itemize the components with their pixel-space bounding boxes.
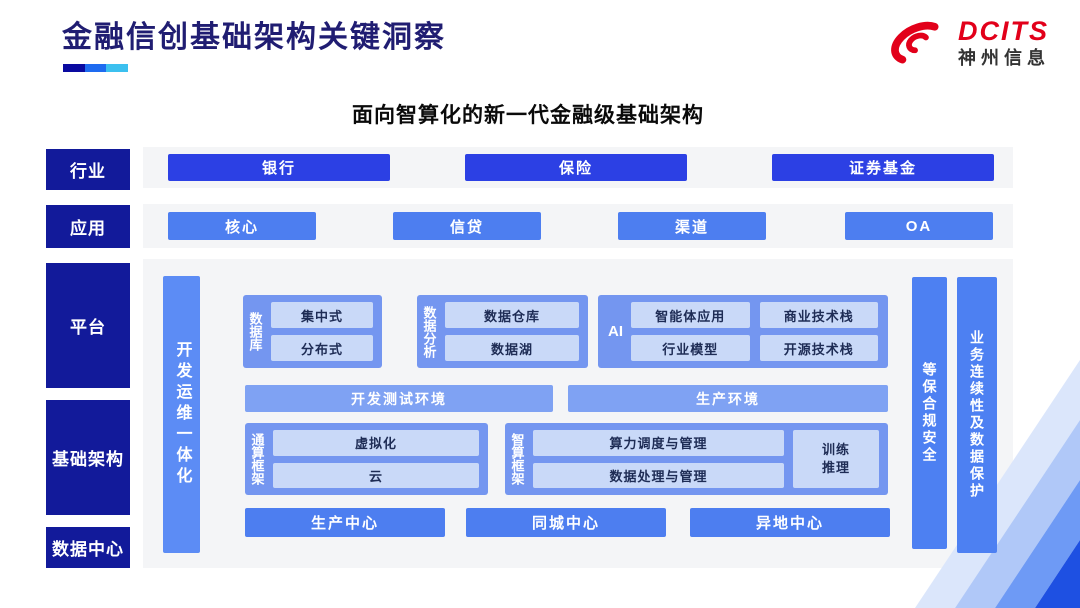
training-line: 训练 bbox=[821, 442, 850, 458]
rail-label-application: 应用 bbox=[46, 205, 130, 248]
datacenter-item-samecity: 同城中心 bbox=[466, 508, 666, 537]
rail-label-industry: 行业 bbox=[46, 149, 130, 190]
database-item-distributed: 分布式 bbox=[271, 335, 373, 361]
rail-label-datacenter: 数据中心 bbox=[46, 527, 130, 568]
database-group: 数据库 集中式 分布式 bbox=[243, 295, 382, 368]
analytics-item-lake: 数据湖 bbox=[445, 335, 579, 361]
industry-item-securities: 证券基金 bbox=[772, 154, 994, 181]
industry-item-insurance: 保险 bbox=[465, 154, 687, 181]
general-compute-item-virtualization: 虚拟化 bbox=[273, 430, 479, 456]
database-item-centralized: 集中式 bbox=[271, 302, 373, 328]
analytics-item-warehouse: 数据仓库 bbox=[445, 302, 579, 328]
intelligent-compute-label: 智算框架 bbox=[509, 433, 525, 485]
datacenter-item-production: 生产中心 bbox=[245, 508, 445, 537]
slide-subtitle: 面向智算化的新一代金融级基础架构 bbox=[352, 104, 704, 127]
application-item-channel: 渠道 bbox=[618, 212, 766, 240]
intelligent-compute-item-dataproc: 数据处理与管理 bbox=[533, 462, 784, 488]
industry-item-bank: 银行 bbox=[168, 154, 390, 181]
page-title: 金融信创基础架构关键洞察 bbox=[62, 21, 446, 54]
analytics-group-label: 数据分析 bbox=[421, 305, 437, 358]
general-compute-group: 通算框架 虚拟化 云 bbox=[245, 423, 488, 495]
analytics-group: 数据分析 数据仓库 数据湖 bbox=[417, 295, 588, 368]
ai-item-opensource-stack: 开源技术栈 bbox=[759, 335, 878, 361]
security-pillar: 等保合规安全 bbox=[912, 277, 947, 549]
ai-item-commercial-stack: 商业技术栈 bbox=[759, 302, 878, 328]
logo-swirl-icon bbox=[891, 21, 939, 64]
ai-group: AI 智能体应用 商业技术栈 行业模型 开源技术栈 bbox=[598, 295, 888, 368]
ai-item-agent-apps: 智能体应用 bbox=[631, 302, 750, 328]
dcits-logo: DCITS 神州信息 bbox=[890, 16, 1050, 70]
rail-label-infrastructure: 基础架构 bbox=[46, 400, 130, 515]
underline-segment-dark bbox=[63, 64, 85, 72]
intelligent-compute-group: 智算框架 算力调度与管理 数据处理与管理 训练 推理 bbox=[505, 423, 888, 495]
ai-group-label: AI bbox=[608, 323, 623, 340]
continuity-pillar: 业务连续性及数据保护 bbox=[957, 277, 997, 553]
general-compute-label: 通算框架 bbox=[249, 433, 265, 485]
datacenter-item-remote: 异地中心 bbox=[690, 508, 890, 537]
env-bar-production: 生产环境 bbox=[568, 385, 888, 412]
env-bar-devtest: 开发测试环境 bbox=[245, 385, 553, 412]
application-item-credit: 信贷 bbox=[393, 212, 541, 240]
application-item-oa: OA bbox=[845, 212, 993, 240]
intelligent-compute-item-scheduling: 算力调度与管理 bbox=[533, 430, 784, 456]
training-inference-box: 训练 推理 bbox=[793, 430, 879, 488]
logo-company: 神州信息 bbox=[958, 47, 1050, 68]
title-underline bbox=[63, 64, 129, 72]
rail-label-platform: 平台 bbox=[46, 263, 130, 388]
general-compute-item-cloud: 云 bbox=[273, 462, 479, 488]
ai-item-industry-models: 行业模型 bbox=[631, 335, 750, 361]
application-item-core: 核心 bbox=[168, 212, 316, 240]
logo-brand: DCITS bbox=[958, 16, 1049, 47]
underline-segment-blue bbox=[84, 64, 107, 72]
devops-pillar: 开发运维一体化 bbox=[163, 276, 200, 553]
underline-segment-cyan bbox=[106, 64, 129, 72]
database-group-label: 数据库 bbox=[247, 312, 263, 351]
inference-line: 推理 bbox=[821, 460, 850, 475]
